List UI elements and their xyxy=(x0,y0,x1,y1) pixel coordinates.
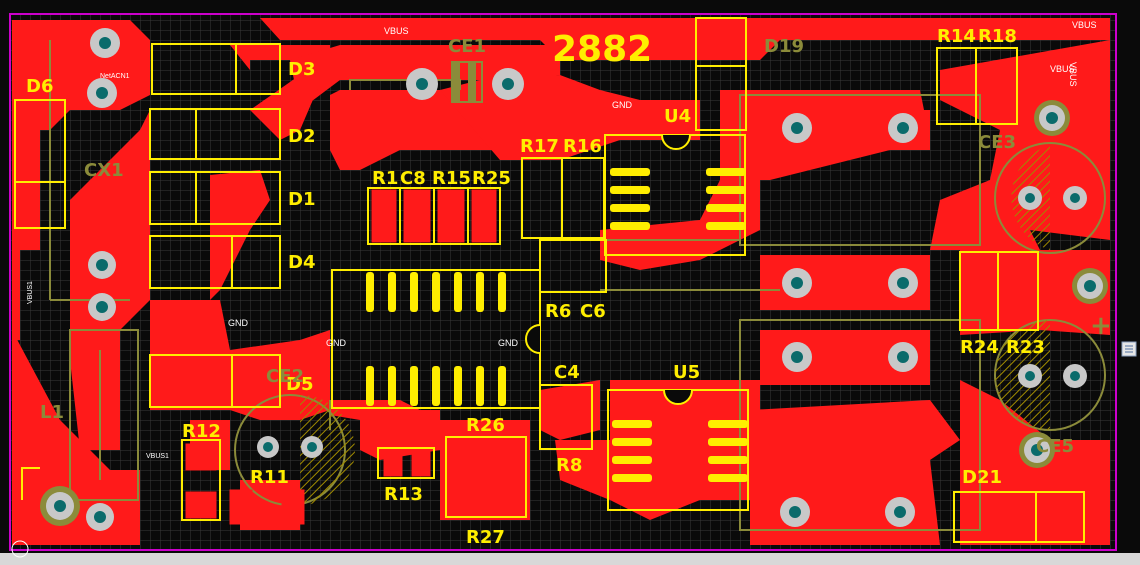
via-pad xyxy=(782,342,812,372)
ic-notches xyxy=(525,134,693,405)
label-D21: D21 xyxy=(962,467,1002,488)
silkscreen-labels: D6 D3 D2 D1 D4 D5 R1 C8 R15 R25 R17 R16 … xyxy=(26,26,1045,548)
label-D19: D19 xyxy=(764,36,804,57)
via-pad xyxy=(888,268,918,298)
label-R14: R14 xyxy=(937,26,976,47)
scroll-handle[interactable] xyxy=(1121,341,1137,357)
via-pad xyxy=(301,436,323,458)
via-pad xyxy=(86,503,114,531)
via-pad xyxy=(90,28,120,58)
label-R8: R8 xyxy=(556,455,582,476)
label-plus: + xyxy=(1090,311,1112,341)
label-D1: D1 xyxy=(288,189,315,210)
label-R15: R15 xyxy=(432,168,471,189)
label-D2: D2 xyxy=(288,126,315,147)
via-pad xyxy=(492,68,524,100)
label-C8: C8 xyxy=(400,168,426,189)
label-D6: D6 xyxy=(26,76,53,97)
label-CE5: CE5 xyxy=(1036,436,1074,457)
ic-pins xyxy=(366,168,748,482)
smd-footprints xyxy=(14,17,1085,543)
label-D3: D3 xyxy=(288,59,315,80)
via-pad xyxy=(1019,432,1055,468)
via-pad xyxy=(88,251,116,279)
via-pad xyxy=(1063,186,1087,210)
label-C6: C6 xyxy=(580,301,606,322)
ce1-marks xyxy=(452,62,476,102)
via-pad xyxy=(782,268,812,298)
status-strip xyxy=(0,553,1140,565)
via-pad xyxy=(888,113,918,143)
net-vbus-left: VBUS1 xyxy=(27,281,34,304)
label-D4: D4 xyxy=(288,252,315,273)
net-gnd-1: GND xyxy=(612,100,633,110)
via-pad xyxy=(406,68,438,100)
label-R23: R23 xyxy=(1006,337,1045,358)
net-gnd-4: GND xyxy=(498,338,519,348)
label-R11: R11 xyxy=(250,467,289,488)
label-R13: R13 xyxy=(384,484,423,505)
label-CX1: CX1 xyxy=(84,160,124,181)
net-vbus-top: VBUS xyxy=(384,26,409,36)
via-pad xyxy=(87,78,117,108)
via-pad xyxy=(888,342,918,372)
label-CE3: CE3 xyxy=(978,132,1016,153)
label-U4: U4 xyxy=(664,106,691,127)
label-R16: R16 xyxy=(563,136,602,157)
through-hole-pads xyxy=(40,28,1108,531)
net-vbus-right1: VBUS xyxy=(1072,20,1097,30)
label-C4: C4 xyxy=(554,362,580,383)
label-U5: U5 xyxy=(673,362,700,383)
label-R18: R18 xyxy=(978,26,1017,47)
board-outline xyxy=(9,13,1117,551)
net-labels: VBUS VBUS VBUS VBUS NetACN1 GND GND GND … xyxy=(27,20,1097,460)
via-pad xyxy=(1018,186,1042,210)
via-pad xyxy=(40,486,80,526)
label-D5: D5 xyxy=(286,374,313,395)
via-pad xyxy=(885,497,915,527)
label-CE1: CE1 xyxy=(448,36,486,57)
net-gnd-3: GND xyxy=(326,338,347,348)
net-vbus-bot: VBUS1 xyxy=(146,453,169,460)
net-vbus-right3: VBUS xyxy=(1068,62,1078,87)
origin-marker-icon xyxy=(11,540,29,558)
via-pad xyxy=(782,113,812,143)
net-vbus-right2: VBUS xyxy=(1050,64,1075,74)
label-CE2: CE2 xyxy=(266,366,304,387)
via-pad xyxy=(780,497,810,527)
via-pad xyxy=(1072,268,1108,304)
label-R1: R1 xyxy=(372,168,398,189)
label-R27: R27 xyxy=(466,527,505,548)
net-gnd-2: GND xyxy=(228,318,249,328)
component-overlay xyxy=(49,40,1106,531)
label-R17: R17 xyxy=(520,136,559,157)
via-pad xyxy=(1018,364,1042,388)
label-R26: R26 xyxy=(466,415,505,436)
via-pad xyxy=(88,293,116,321)
via-pad xyxy=(1063,364,1087,388)
label-R12: R12 xyxy=(182,421,221,442)
overlay-labels: CX1 CE1 D19 CE3 CE5 CE2 L1 + xyxy=(40,36,1112,457)
label-R24: R24 xyxy=(960,337,999,358)
label-R6: R6 xyxy=(545,301,571,322)
smd-pads xyxy=(185,189,521,525)
via-pad xyxy=(1034,100,1070,136)
label-R25: R25 xyxy=(472,168,511,189)
board-title: 2882 xyxy=(552,29,652,70)
net-acn1: NetACN1 xyxy=(100,73,130,80)
via-pad xyxy=(257,436,279,458)
label-L1: L1 xyxy=(40,402,64,423)
